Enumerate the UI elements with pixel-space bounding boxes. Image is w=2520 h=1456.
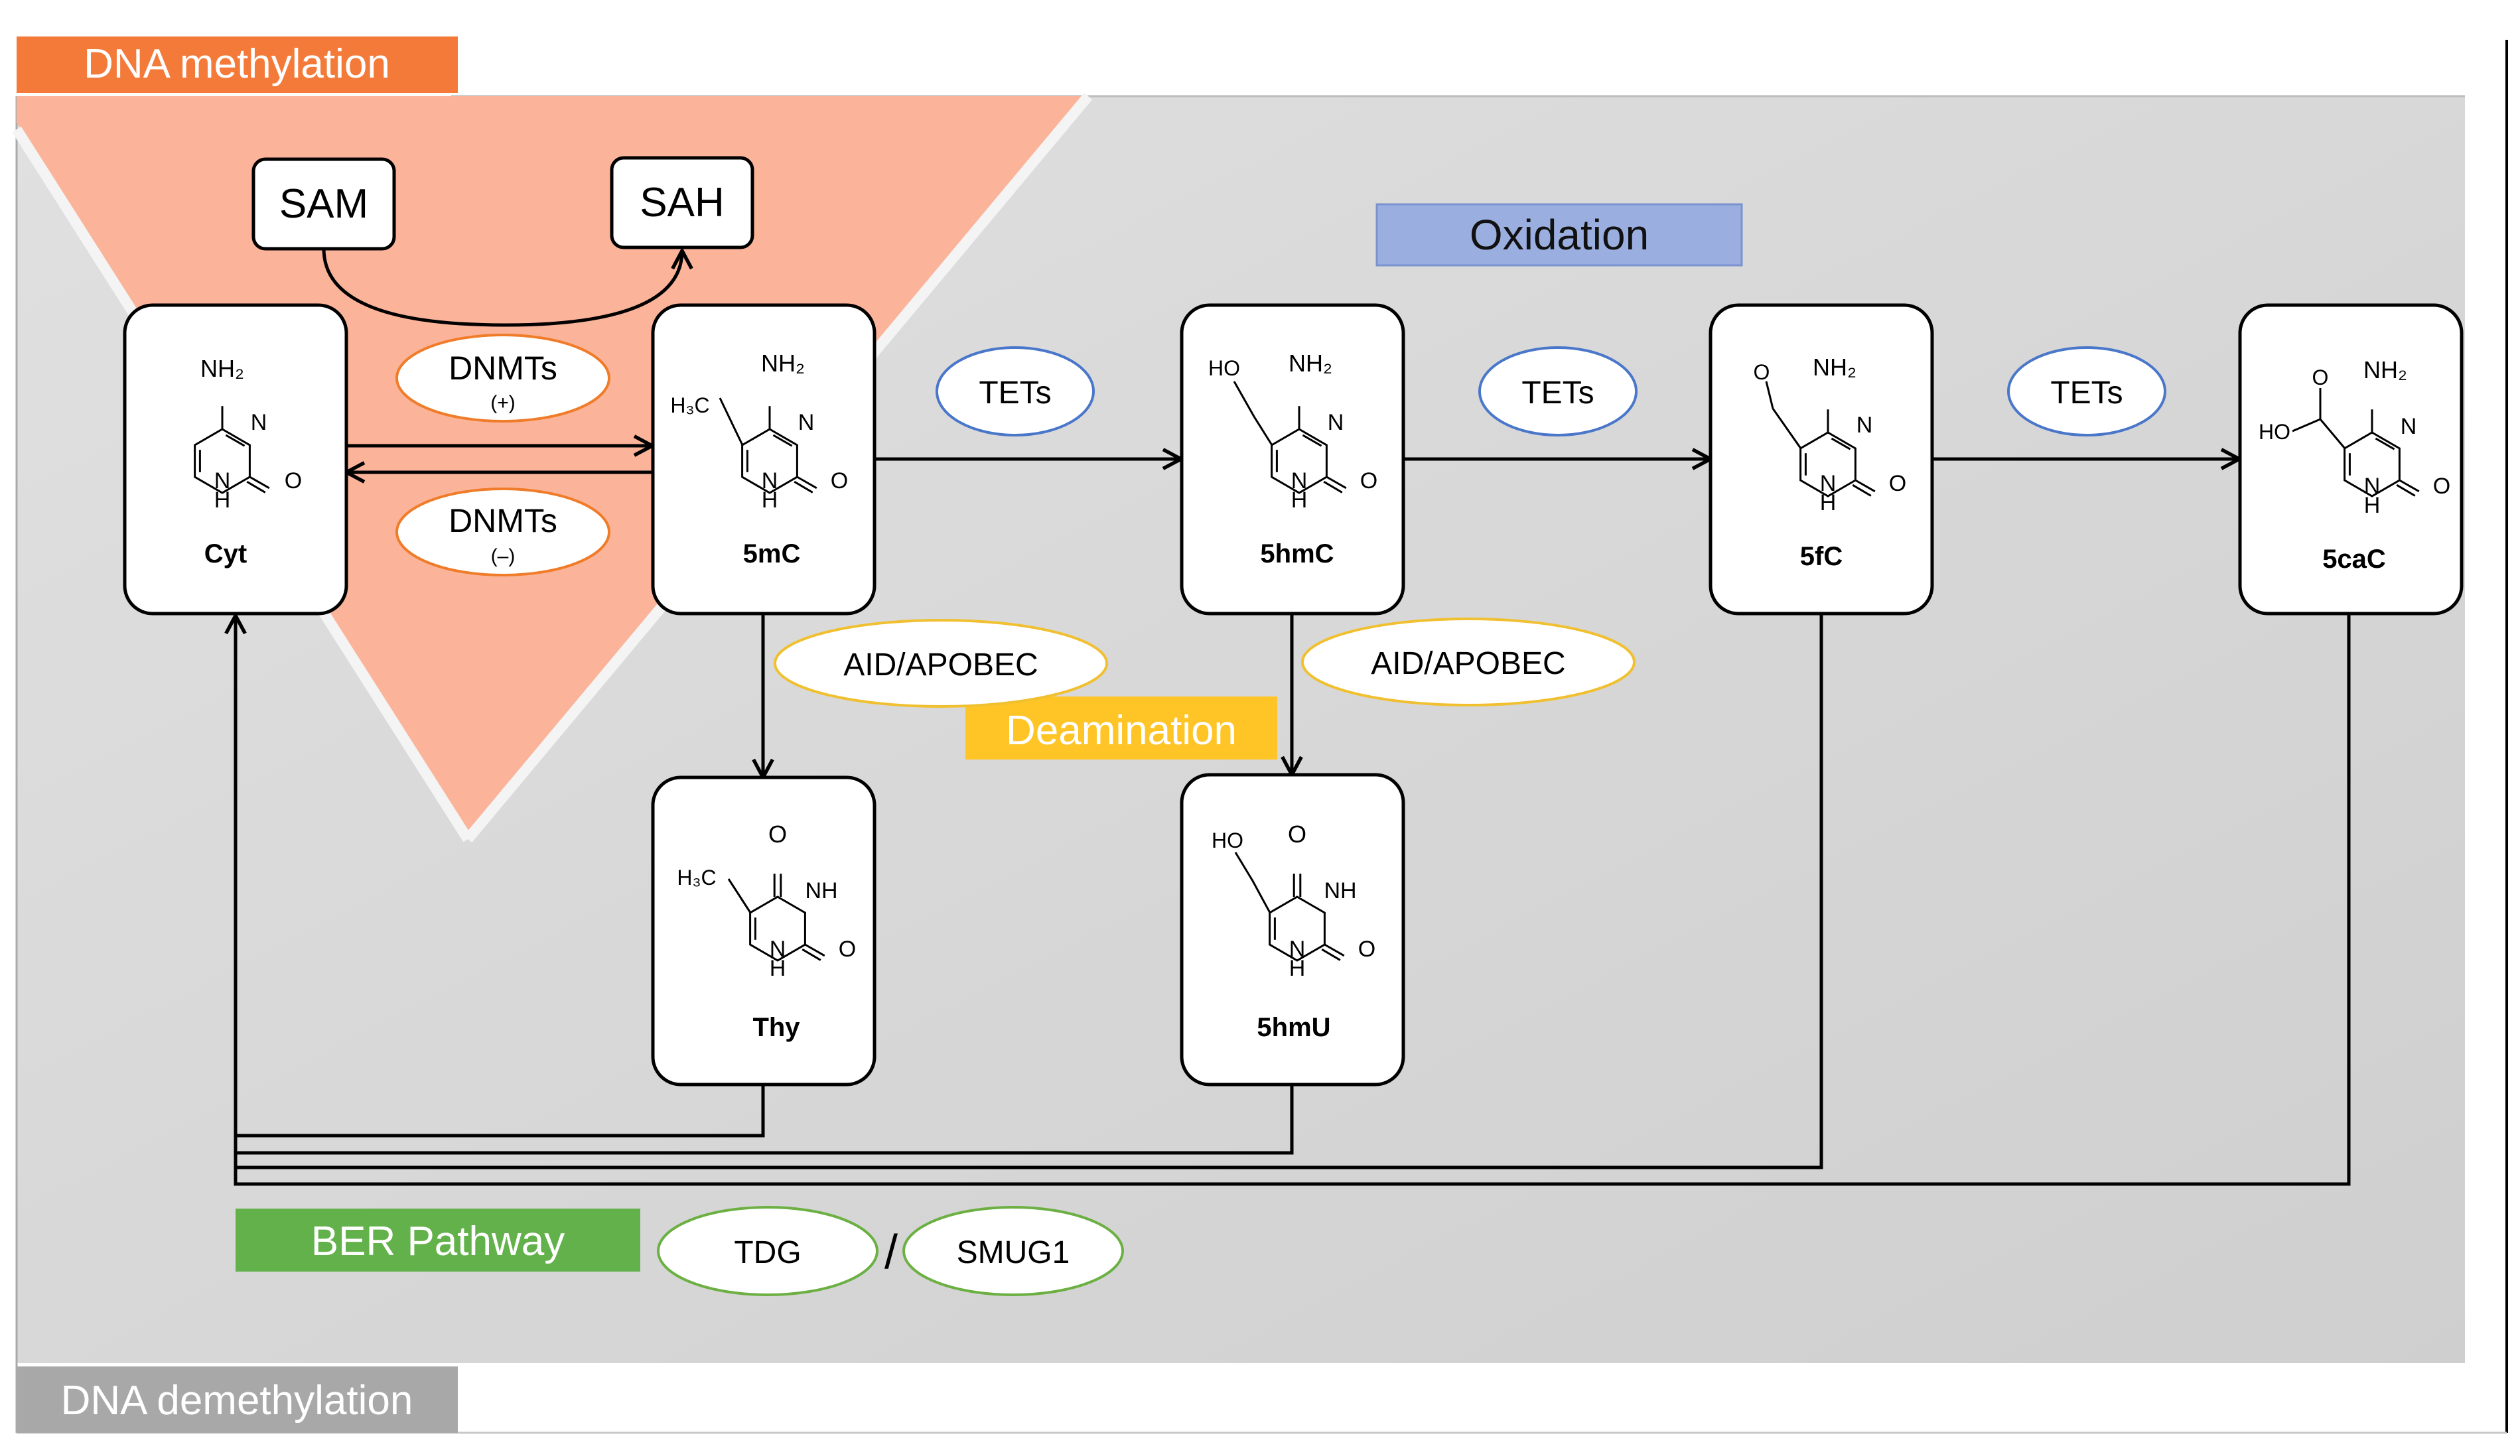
sam-to-sah-arrow (322, 249, 682, 327)
5hmu-name: 5hmU (1257, 1013, 1330, 1042)
cyt-atom-n: N (251, 410, 267, 435)
thy-atom-nh-n: N (770, 937, 786, 962)
tet-ellipse-2 (1478, 346, 1638, 436)
5fc-atom-nh: H (1820, 490, 1837, 515)
nucleotide-cyt: NH₂ N N H O Cyt (123, 303, 348, 616)
aid-apobec-ellipse-1 (774, 619, 1108, 708)
dnmt-minus-sign: (–) (491, 545, 516, 567)
enzyme-slash: / (884, 1226, 898, 1279)
nucleotide-5fc: NH₂ O N N H O 5fC (1709, 303, 1934, 616)
cyt-atom-nh-n: N (214, 468, 231, 494)
sah-label: SAH (640, 180, 724, 226)
5mc-atom-nh: H (762, 488, 778, 513)
aid-apobec-ellipse-2 (1301, 618, 1636, 706)
ber-return-lines (234, 614, 2351, 1186)
thy-atom-n: NH (805, 878, 837, 903)
demethylation-label: DNA demethylation (61, 1378, 413, 1423)
5mc-box (651, 303, 876, 616)
thy-box (651, 775, 876, 1087)
5mc-atom-nh-n: N (762, 468, 778, 494)
tdg-label: TDG (734, 1235, 801, 1270)
dnmt-minus-name: DNMTs (449, 502, 557, 539)
thy-atom-nh: H (770, 956, 786, 981)
5cac-atom-o: O (2433, 474, 2450, 499)
5cac-atom-nh: H (2364, 493, 2381, 518)
5hmu-box (1180, 773, 1405, 1087)
dnmt-plus-ellipse (395, 334, 610, 423)
thy-atom-o: O (839, 937, 856, 962)
oxidation-label-box (1375, 203, 1743, 267)
tet-label-2: TETs (1521, 375, 1594, 411)
5hmc-atom-sub: HO (1208, 356, 1240, 380)
5hmu-atom-top: O (1288, 821, 1306, 848)
5hmu-atom-n: NH (1324, 878, 1356, 903)
tdg-ellipse (657, 1206, 878, 1296)
5mc-atom-o: O (831, 468, 848, 494)
aid-apobec-label-2: AID/APOBEC (1371, 646, 1565, 681)
demethylation-label-box (17, 1366, 458, 1433)
nucleotide-5mc: NH₂ H₃C N N H O 5mC (651, 303, 876, 616)
cyt-box (123, 303, 348, 616)
5hmu-atom-sub: HO (1212, 828, 1243, 852)
methylation-triangle (17, 96, 1088, 832)
5hmu-atom-nh: H (1289, 956, 1306, 981)
5cac-atom-n: N (2401, 414, 2417, 439)
methylation-label-box (17, 36, 458, 93)
oxidation-label: Oxidation (1470, 211, 1649, 259)
ber-label-box (236, 1209, 640, 1272)
5cac-name: 5caC (2322, 545, 2386, 574)
thy-atom-top: O (768, 821, 787, 848)
5fc-atom-n: N (1856, 413, 1873, 438)
5cac-atom-nh-n: N (2364, 474, 2381, 499)
5mc-atom-top: NH₂ (761, 350, 805, 377)
tet-label-3: TETs (2050, 375, 2123, 411)
cyt-atom-nh: H (214, 488, 231, 513)
5cac-atom-sub2: O (2312, 365, 2329, 389)
deamination-label: Deamination (1006, 708, 1237, 754)
cyt-atom-o: O (285, 468, 302, 494)
5hmc-box (1180, 303, 1405, 616)
tet-ellipse-3 (2007, 346, 2166, 436)
tet-ellipse-1 (936, 346, 1095, 436)
5fc-atom-sub: O (1754, 360, 1770, 384)
smug1-label: SMUG1 (957, 1235, 1070, 1270)
5fc-atom-nh-n: N (1820, 471, 1837, 496)
sam-label: SAM (279, 181, 368, 227)
dnmt-minus-ellipse (395, 488, 610, 576)
thy-atom-sub: H₃C (677, 866, 716, 890)
thy-name: Thy (752, 1013, 800, 1042)
aid-apobec-label-1: AID/APOBEC (843, 647, 1038, 683)
nucleotide-5hmu: O HO NH N H O 5hmU (1180, 773, 1405, 1087)
5hmc-name: 5hmC (1260, 539, 1334, 568)
5mc-atom-n: N (798, 410, 815, 435)
5hmc-atom-top: NH₂ (1289, 350, 1332, 377)
cyt-name: Cyt (204, 539, 247, 568)
5mc-atom-sub: H₃C (670, 393, 709, 417)
5hmc-atom-o: O (1360, 468, 1377, 494)
nucleotide-thy: O H₃C NH N H O Thy (651, 775, 876, 1087)
5hmu-atom-o: O (1358, 937, 1375, 962)
tet-label-1: TETs (979, 375, 1051, 411)
5cac-atom-top: NH₂ (2363, 356, 2407, 383)
5fc-atom-o: O (1889, 471, 1906, 496)
deamination-label-box (965, 696, 1277, 760)
5hmc-atom-n: N (1328, 410, 1344, 435)
5cac-atom-sub: HO (2259, 420, 2290, 444)
5hmu-atom-nh-n: N (1289, 937, 1306, 962)
dnmt-plus-name: DNMTs (449, 350, 557, 387)
smug1-ellipse (902, 1206, 1124, 1296)
5hmc-atom-nh-n: N (1291, 468, 1308, 494)
5cac-box (2238, 303, 2464, 616)
nucleotide-5hmc: NH₂ HO N N H O 5hmC (1180, 303, 1405, 616)
5hmc-atom-nh: H (1291, 488, 1308, 513)
nucleotide-5cac: NH₂ O HO N N H O 5caC (2238, 303, 2464, 616)
ber-label: BER Pathway (311, 1219, 565, 1264)
5mc-name: 5mC (743, 539, 801, 568)
cyt-atom-top: NH₂ (200, 355, 244, 382)
5fc-name: 5fC (1800, 542, 1843, 571)
5fc-atom-top: NH₂ (1813, 354, 1856, 381)
dnmt-plus-sign: (+) (490, 392, 516, 414)
methylation-label: DNA methylation (84, 41, 390, 87)
